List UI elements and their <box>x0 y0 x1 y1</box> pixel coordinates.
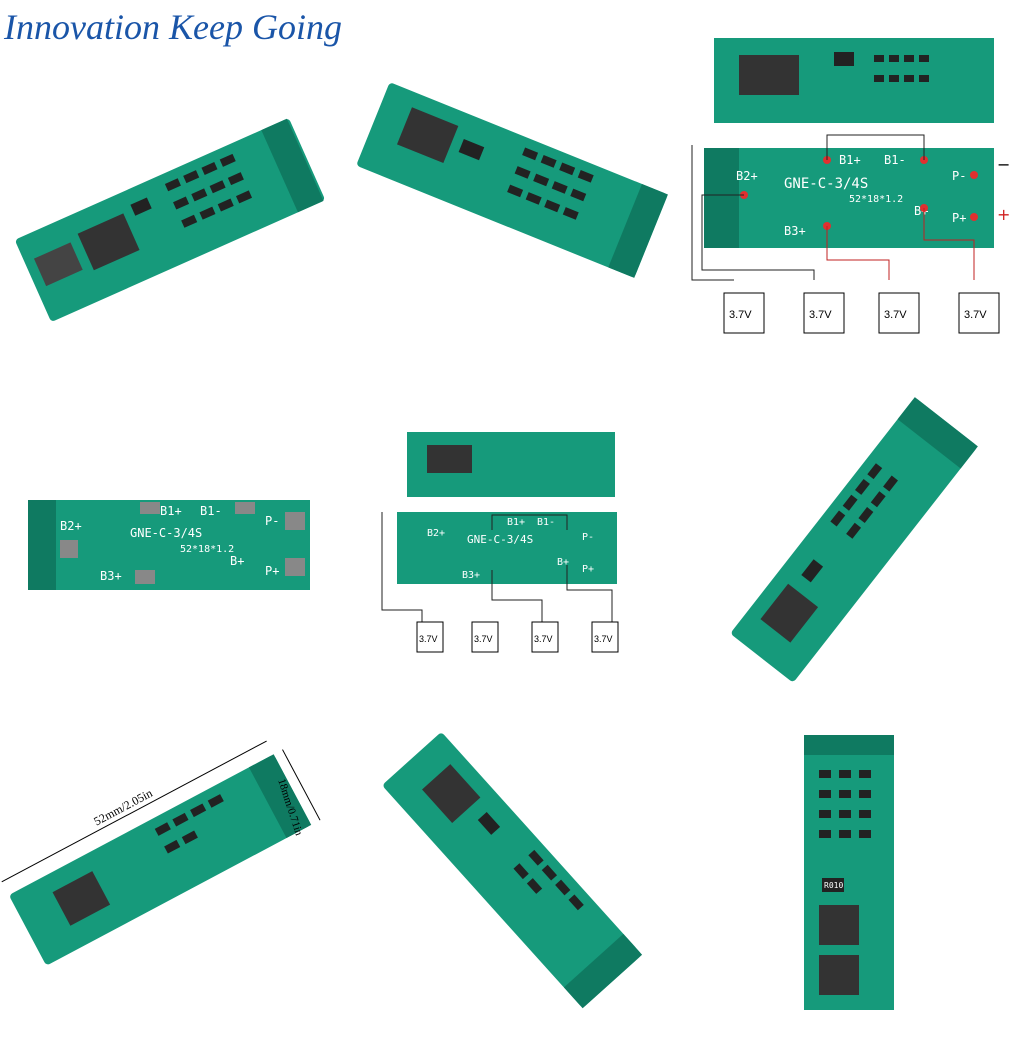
pcb-body <box>15 119 325 321</box>
svg-text:P-: P- <box>582 532 594 543</box>
svg-text:B3+: B3+ <box>784 224 806 238</box>
svg-text:3.7V: 3.7V <box>594 634 613 644</box>
svg-text:3.7V: 3.7V <box>884 309 907 321</box>
svg-text:B1-: B1- <box>537 517 555 528</box>
svg-text:B3+: B3+ <box>100 569 122 583</box>
banner-title: Innovation Keep Going <box>4 7 342 47</box>
svg-text:R010: R010 <box>824 881 843 890</box>
svg-text:52*18*1.2: 52*18*1.2 <box>849 194 903 205</box>
svg-text:B2+: B2+ <box>60 519 82 533</box>
board-front-view: B2+ B1+ B1- GNE-C-3/4S 52*18*1.2 B3+ B+ … <box>0 370 340 710</box>
svg-text:GNE-C-3/4S: GNE-C-3/4S <box>130 526 202 540</box>
svg-text:+: + <box>997 205 1010 224</box>
svg-text:P+: P+ <box>582 564 594 575</box>
board-photo-angled-1 <box>0 40 340 380</box>
svg-text:B+: B+ <box>230 554 244 568</box>
svg-text:B1-: B1- <box>884 153 906 167</box>
board-photo-angled-4 <box>342 700 682 1040</box>
svg-text:P+: P+ <box>952 211 966 225</box>
svg-text:GNE-C-3/4S: GNE-C-3/4S <box>467 533 533 546</box>
svg-text:−: − <box>997 155 1010 174</box>
board-photo-angled-2 <box>342 40 682 380</box>
svg-text:52mm/2.05in: 52mm/2.05in <box>91 786 154 829</box>
svg-text:3.7V: 3.7V <box>964 309 987 321</box>
svg-text:3.7V: 3.7V <box>809 309 832 321</box>
svg-text:B1-: B1- <box>200 504 222 518</box>
svg-text:B2+: B2+ <box>427 528 445 539</box>
board-wiring-diagram-small: B2+ B1+ B1- GNE-C-3/4S B3+ B+ P- P+ 3.7V… <box>342 370 682 710</box>
svg-text:B2+: B2+ <box>736 169 758 183</box>
svg-text:3.7V: 3.7V <box>419 634 438 644</box>
board-photo-angled-3 <box>684 370 1024 710</box>
svg-text:B+: B+ <box>557 557 569 568</box>
mosfet-chip <box>77 213 140 271</box>
svg-text:P-: P- <box>952 169 966 183</box>
board-photo-vertical: R010 <box>684 700 1024 1040</box>
svg-text:B1+: B1+ <box>160 504 182 518</box>
svg-text:B3+: B3+ <box>462 570 480 581</box>
svg-text:3.7V: 3.7V <box>729 309 752 321</box>
svg-text:P-: P- <box>265 514 279 528</box>
board-dimension-photo: 52mm/2.05in 18mm/0.71in <box>0 700 340 1040</box>
svg-text:3.7V: 3.7V <box>534 634 553 644</box>
svg-text:B1+: B1+ <box>839 153 861 167</box>
svg-text:GNE-C-3/4S: GNE-C-3/4S <box>784 176 868 192</box>
svg-text:B1+: B1+ <box>507 517 525 528</box>
svg-text:P+: P+ <box>265 564 279 578</box>
board-wiring-diagram-large: B2+ B1+ B1- GNE-C-3/4S 52*18*1.2 B3+ B+ … <box>684 20 1024 360</box>
svg-text:3.7V: 3.7V <box>474 634 493 644</box>
svg-text:52*18*1.2: 52*18*1.2 <box>180 544 234 555</box>
